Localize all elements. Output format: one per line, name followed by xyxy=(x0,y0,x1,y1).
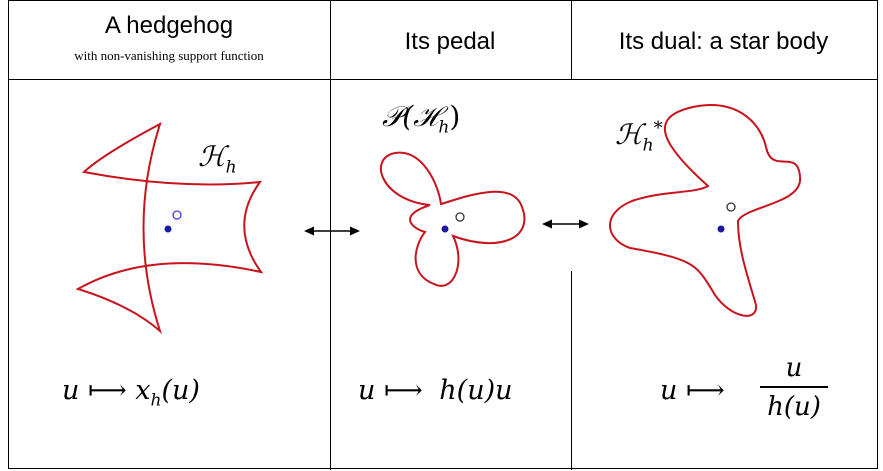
pedal-label-base: 𝒫(ℋ xyxy=(382,100,439,133)
dual-label-base: ℋ xyxy=(615,118,643,151)
dual-map-formula: u ⟼ xyxy=(660,375,725,406)
hedgehog-curve xyxy=(75,121,264,335)
hedgehog-map-left: u xyxy=(62,375,80,406)
hedgehog-map-formula: u ⟼ xh(u) xyxy=(62,375,200,410)
hedgehog-label-base: ℋ xyxy=(198,140,226,173)
dual-map-left: u xyxy=(660,375,678,406)
maps-to-arrow: ⟼ xyxy=(685,375,725,406)
fraction-bar xyxy=(760,386,828,388)
dual-label: ℋh* xyxy=(615,118,663,155)
hedgehog-map-tail: (u) xyxy=(161,375,200,406)
header-separator xyxy=(9,79,877,80)
star-body-origin-point xyxy=(717,225,725,233)
double-arrow-icon xyxy=(542,219,589,229)
double-arrow-icon xyxy=(304,226,360,236)
column-divider-2-top xyxy=(571,1,572,79)
fraction-denominator: h(u) xyxy=(767,391,821,422)
pedal-reference-point xyxy=(455,212,465,222)
hedgehog-map-sub: h xyxy=(150,390,162,411)
dual-label-sup: * xyxy=(653,118,663,139)
pedal-map-right: h(u)u xyxy=(439,375,513,406)
maps-to-arrow: ⟼ xyxy=(383,375,423,406)
diagram-table xyxy=(8,0,878,470)
column-1-subtitle: with non-vanishing support function xyxy=(74,48,264,63)
pedal-map-left: u xyxy=(358,375,376,406)
column-1-title: A hedgehog xyxy=(104,12,234,39)
star-body-curve xyxy=(609,104,802,317)
hedgehog-reference-point xyxy=(172,210,182,220)
maps-to-arrow: ⟼ xyxy=(87,375,127,406)
pedal-label: 𝒫(ℋh) xyxy=(382,100,460,137)
pedal-label-sub: h xyxy=(438,117,450,138)
column-2-title: Its pedal xyxy=(404,28,496,55)
pedal-curve xyxy=(379,151,526,287)
hedgehog-label: ℋh xyxy=(198,140,237,177)
hedgehog-map-x: x xyxy=(135,375,151,406)
star-body-reference-point xyxy=(726,202,736,212)
dual-label-sub: h xyxy=(642,135,654,156)
hedgehog-label-sub: h xyxy=(225,157,237,178)
column-3-title: Its dual: a star body xyxy=(618,28,829,55)
column-divider-2-bottom xyxy=(571,271,572,470)
column-divider-1 xyxy=(330,1,331,470)
pedal-map-formula: u ⟼ h(u)u xyxy=(358,375,513,406)
pedal-label-tail: ) xyxy=(449,100,461,133)
pedal-origin-point xyxy=(441,225,449,233)
fraction-numerator: u xyxy=(785,353,803,383)
dual-map-fraction: u h(u) xyxy=(754,352,834,424)
hedgehog-origin-point xyxy=(164,225,172,233)
